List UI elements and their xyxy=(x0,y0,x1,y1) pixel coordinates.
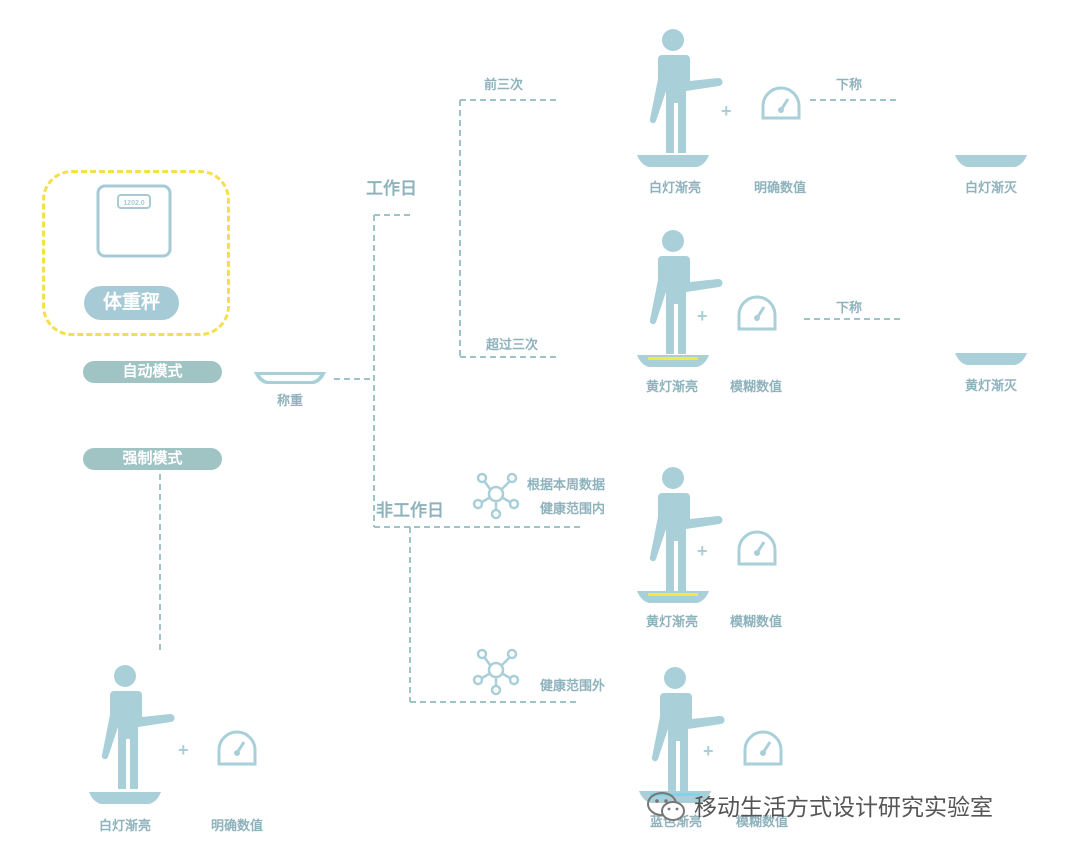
yellow-plate-icon xyxy=(637,355,709,367)
blue-light xyxy=(650,793,700,796)
yellow-light-on-label: 黄灯渐亮 xyxy=(645,379,699,394)
yellow-plate-off-icon xyxy=(955,353,1027,365)
white-light-on-label: 白灯渐亮 xyxy=(98,818,152,833)
svg-text:1202.0: 1202.0 xyxy=(123,200,145,207)
device-name: 体重秤 xyxy=(84,286,179,320)
yellow-plate-icon xyxy=(637,591,709,603)
scale-icon: 1202.0 xyxy=(96,184,172,258)
auto-mode-pill: 自动模式 xyxy=(83,361,222,383)
plus-sign: + xyxy=(697,541,708,561)
white-plate-icon xyxy=(637,155,709,167)
watermark-text: 移动生活方式设计研究实验室 xyxy=(694,795,993,821)
person-icon xyxy=(649,467,723,591)
step-off-label: 下称 xyxy=(836,77,863,92)
in-range-label-2: 健康范围内 xyxy=(539,501,605,516)
yellow-light-off-label: 黄灯渐灭 xyxy=(964,378,1018,393)
wechat-icon xyxy=(647,792,685,821)
device-card xyxy=(42,170,230,336)
yellow-light xyxy=(648,357,698,360)
fuzzy-value-label: 模糊数值 xyxy=(735,814,789,829)
fuzzy-value-label: 模糊数值 xyxy=(729,614,783,629)
weigh-label: 称重 xyxy=(276,393,304,408)
white-light-off-label: 白灯渐灭 xyxy=(964,180,1018,195)
step-off-label: 下称 xyxy=(836,300,863,315)
plus-sign: + xyxy=(697,306,708,326)
first-three-label: 前三次 xyxy=(484,77,524,92)
plus-sign: + xyxy=(178,740,189,760)
person-icon xyxy=(101,665,175,789)
exact-value-label: 明确数值 xyxy=(210,818,264,833)
plus-sign: + xyxy=(721,101,732,121)
white-plate-icon xyxy=(89,792,161,804)
out-range-label: 健康范围外 xyxy=(539,678,605,693)
gauge-icon xyxy=(217,86,801,766)
non-workday-label: 非工作日 xyxy=(376,501,444,520)
workday-label: 工作日 xyxy=(366,179,417,198)
exact-value-label: 明确数值 xyxy=(753,180,807,195)
white-plate-off-icon xyxy=(955,155,1027,167)
white-light-on-label: 白灯渐亮 xyxy=(648,180,702,195)
over-three-label: 超过三次 xyxy=(486,337,539,352)
fuzzy-value-label: 模糊数值 xyxy=(729,379,783,394)
person-icon xyxy=(649,230,723,354)
network-icon xyxy=(472,648,520,696)
weigh-plate-icon xyxy=(254,372,326,384)
in-range-label-1: 根据本周数据 xyxy=(526,477,605,492)
connector-lines xyxy=(159,99,900,703)
network-icon xyxy=(472,472,520,520)
yellow-light xyxy=(648,593,698,596)
yellow-light-on-label: 黄灯渐亮 xyxy=(645,614,699,629)
person-icon xyxy=(651,667,725,791)
plus-sign: + xyxy=(703,741,714,761)
force-mode-pill: 强制模式 xyxy=(83,448,222,470)
person-icon xyxy=(649,29,723,153)
gauge-ticks xyxy=(234,107,784,756)
blue-light-on-label: 蓝色渐亮 xyxy=(649,814,703,829)
